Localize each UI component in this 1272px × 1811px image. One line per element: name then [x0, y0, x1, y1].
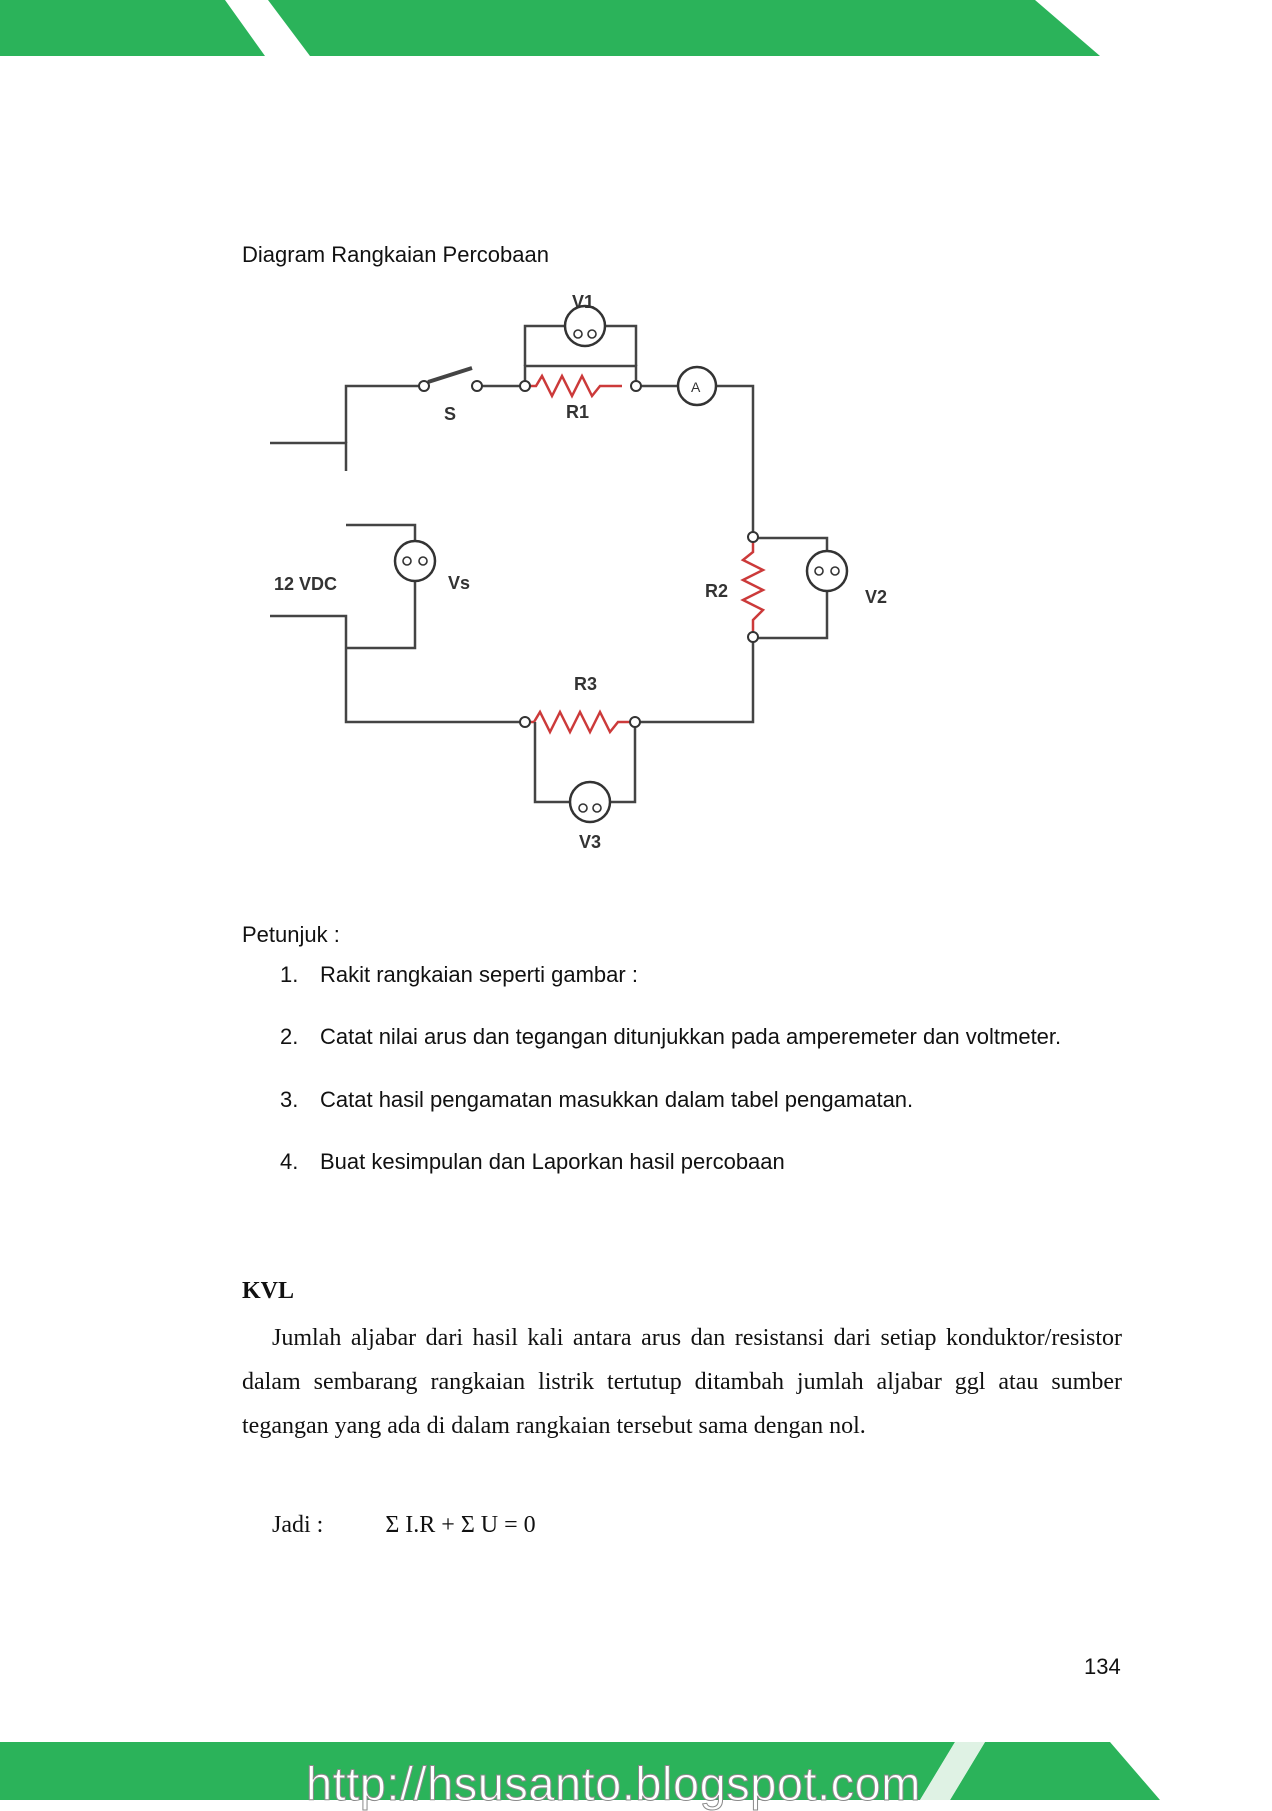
wire-left-top: [344, 384, 420, 443]
resistor-r2: [740, 538, 766, 635]
instruction-step-3: 3.Catat hasil pengamatan masukkan dalam …: [280, 1087, 914, 1112]
label-r3: R3: [574, 674, 597, 694]
wire-vs-top: [346, 523, 417, 542]
voltmeter-v2: [805, 549, 849, 593]
label-source: 12 VDC: [274, 574, 337, 594]
diagram-caption: Diagram Rangkaian Percobaan: [242, 242, 549, 267]
instruction-step-2: 2.Catat nilai arus dan tegangan ditunjuk…: [280, 1024, 1062, 1049]
wire-v1-branch: [523, 364, 638, 386]
label-v2: V2: [865, 587, 887, 607]
watermark-url: http://hsusanto.blogspot.com: [306, 1757, 921, 1811]
ammeter: [676, 365, 718, 407]
wire-right-bottom: [638, 638, 755, 724]
circuit-diagram: V1 S R1 A 12 VDC Vs R2 V2 R3 V3: [270, 292, 887, 852]
instructions-title: Petunjuk :: [242, 922, 340, 947]
resistor-r1: [526, 373, 622, 399]
wire-right-top: [715, 384, 755, 536]
page-number: 134: [1084, 1654, 1121, 1679]
kvl-paragraph: Jumlah aljabar dari hasil kali antara ar…: [242, 1325, 1122, 1439]
formula-expression: Σ I.R + Σ U = 0: [385, 1512, 536, 1538]
wire-v2-top: [753, 536, 829, 552]
label-v1: V1: [572, 292, 594, 312]
top-decorative-band: [0, 0, 1100, 56]
wire-v3-right: [608, 722, 637, 804]
switch-blade: [427, 366, 473, 384]
label-r1: R1: [566, 402, 589, 422]
switch-terminal-left: [418, 380, 430, 392]
wire-v2-bottom: [753, 590, 829, 640]
voltmeter-v1: [563, 304, 607, 348]
label-r2: R2: [705, 581, 728, 601]
voltmeter-vs: [393, 539, 437, 583]
switch-terminal-right: [471, 380, 483, 392]
instruction-step-1: 1.Rakit rangkaian seperti gambar :: [280, 962, 638, 987]
kvl-formula: Jadi : Σ I.R + Σ U = 0: [272, 1512, 536, 1539]
kvl-heading: KVL: [242, 1278, 295, 1304]
resistor-r3: [522, 709, 638, 735]
instruction-step-4: 4.Buat kesimpulan dan Laporkan hasil per…: [280, 1149, 785, 1174]
formula-label: Jadi :: [272, 1512, 324, 1538]
wire-source-top: [270, 441, 348, 471]
voltmeter-v3: [568, 780, 612, 824]
label-ammeter: A: [691, 379, 701, 395]
wire-v3-left: [533, 722, 572, 804]
label-switch: S: [444, 404, 456, 424]
label-vs: Vs: [448, 573, 470, 593]
wire-left-bottom: [270, 614, 522, 724]
bottom-decorative-band: [0, 1742, 1160, 1800]
wire-vs-bottom: [346, 580, 417, 650]
label-v3: V3: [579, 832, 601, 852]
